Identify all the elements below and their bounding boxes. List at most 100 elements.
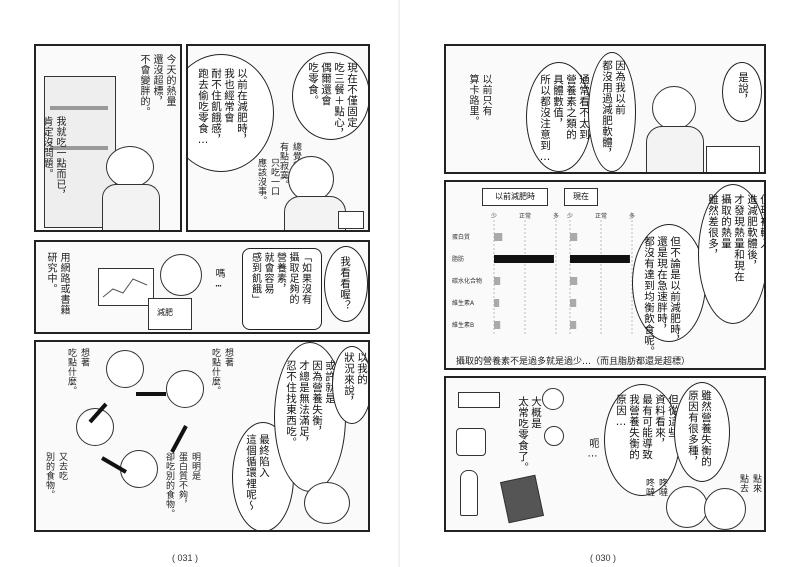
page-number-right: ( 030 ): [590, 553, 617, 563]
bubble-right-text: 以我的 狀況來說，: [343, 352, 368, 407]
person-head: [106, 146, 154, 188]
chart-on-screen-icon: [102, 278, 148, 298]
cookie-figure: [544, 426, 564, 446]
speech-bubble-main: [188, 54, 274, 172]
character-body: [284, 196, 346, 230]
bubble-mid-text: 通常看不太到 營養素之類的 具體數值， 所以都沒注意到…: [539, 74, 590, 164]
narration-calories: 以前只有 算卡路里。: [467, 74, 491, 127]
left-panel-2: 用網路或書籍 研究中。 減肥 嗎… 「如果沒有 攝取足夠的 營養素， 就會容易 …: [34, 240, 370, 334]
think-text-top-left: 想著 吃點什麼。: [66, 348, 89, 396]
side-text-2: 只吃一口 應該沒事。: [256, 158, 279, 206]
bubble-main-text: 因為我以前 都沒用過減肥軟體，: [601, 60, 626, 159]
guess-text: 大概是 太常吃零食了。: [517, 396, 542, 473]
bubble-lower-text: 但不論是以前減肥時， 還是現在急速胖時， 都沒有達到均衡飲食呢。: [643, 236, 681, 357]
quote-box: [242, 248, 322, 330]
axis-tick-label: 少: [491, 213, 497, 220]
speech-bubble-question: [324, 246, 368, 322]
popsicle-figure: [460, 470, 478, 516]
pudding-cup-figure: [456, 428, 486, 456]
quote-text: 「如果沒有 攝取足夠的 營養素， 就會容易 感到飢餓」: [249, 252, 311, 305]
bubble-text-main: 以前在減肥時， 我也經常會 耐不住飢餓感， 跑去偷吃零食…: [197, 68, 248, 147]
sfx-right: 點來 點去: [738, 474, 761, 493]
note-bottom-left: 又去吃 別的食物。: [44, 452, 67, 500]
speech-bubble-right: [698, 184, 764, 324]
axis-tick-label: 正常: [595, 212, 607, 220]
left-panel-1-left: 今天的熱量 還沒超標， 不會變胖的。 我就吃一點而已， 肯定沒問題。: [34, 44, 182, 232]
cycle-figure-1: [106, 350, 144, 388]
bubble-right-text: 雖然營養失衡的 原因有很多種，: [687, 390, 712, 467]
bar: [494, 255, 554, 263]
bar: [494, 233, 503, 241]
book-figure: 減肥: [148, 298, 192, 330]
bar: [494, 321, 501, 329]
right-page: 以前只有 算卡路里。 通常看不太到 營養素之類的 具體數值， 所以都沒注意到… …: [400, 0, 799, 567]
character-head: [704, 488, 746, 530]
right-panel-1: 以前只有 算卡路里。 通常看不太到 營養素之類的 具體數值， 所以都沒注意到… …: [444, 44, 766, 174]
bar: [570, 299, 577, 307]
candy-figure: [542, 388, 564, 410]
cycle-arrows-icon: [88, 392, 188, 474]
character-head: [160, 254, 202, 296]
snack-box: [338, 211, 364, 229]
bar: [570, 233, 578, 241]
axis-tick-label: 少: [567, 213, 573, 220]
speech-bubble-right: [332, 346, 368, 424]
bar: [494, 277, 501, 285]
category-label: 維生素A: [452, 299, 475, 307]
chart-title-before: 以前減肥時: [482, 188, 548, 206]
cycle-figure-2: [166, 370, 204, 408]
axis-tick-label: 多: [553, 212, 559, 220]
category-label: 碳水化合物: [452, 277, 482, 285]
chart-caption: 攝取的營養素不是過多就是過少…（而且脂肪都還是超標）: [456, 357, 691, 367]
bar: [570, 277, 578, 285]
speech-bubble-main: [604, 384, 680, 496]
book-label: 減肥: [157, 308, 173, 317]
character-body: [646, 126, 704, 172]
speech-bubble-main: [588, 52, 636, 172]
speech-bubble-right: [292, 52, 368, 140]
bubble-small-text: 嗎…: [213, 268, 224, 290]
snack-bar-figure: [458, 392, 500, 408]
right-panel-3: 大概是 太常吃零食了。 呃… 但從這些 資料看來， 最有可能導致 我營養失衡的 …: [444, 376, 766, 532]
character-head: [304, 482, 350, 524]
bubble-small-text: 呃…: [587, 438, 598, 460]
bar: [570, 321, 577, 329]
person-body: [102, 184, 160, 230]
category-label: 維生素B: [452, 321, 474, 329]
axis-tick-label: 正常: [519, 212, 531, 220]
bubble-text-right: 現在不僅固定 吃三餐＋點心， 偶爾還會 吃零食。: [307, 62, 358, 139]
caption-research: 用網路或書籍 研究中。: [45, 252, 69, 315]
bubble-right-text: 是說，: [737, 72, 749, 105]
speech-bubble-lower: [632, 224, 706, 342]
category-label: 脂肪: [452, 255, 464, 263]
left-panel-3: 想著 吃點什麼。 想著 吃點什麼。 又去吃 別的食物。 明明是 蛋白質不夠， 卻…: [34, 340, 370, 532]
laptop-figure: [706, 146, 760, 172]
laptop-figure: [98, 268, 154, 306]
bar: [570, 255, 630, 263]
bubble-question-text: 我看看喔？: [339, 256, 351, 311]
narration-top: 今天的熱量 還沒超標， 不會變胖的。: [138, 54, 175, 117]
chart-title-now: 現在: [564, 188, 598, 206]
bar: [494, 299, 500, 307]
left-panel-1-right: 以前在減肥時， 我也經常會 耐不住飢餓感， 跑去偷吃零食… 現在不僅固定 吃三餐…: [186, 44, 370, 232]
character-head: [652, 86, 696, 130]
note-bottom-right: 明明是 蛋白質不夠， 卻吃別的食物。: [164, 452, 200, 519]
axis-tick-label: 多: [629, 212, 635, 220]
page-number-left: ( 031 ): [172, 553, 199, 563]
narration-bottom: 我就吃一點而已， 肯定沒問題。: [41, 116, 65, 200]
speech-bubble-right: [674, 382, 730, 482]
category-label: 蛋白質: [452, 233, 470, 241]
bubble-final-text: 最終陷入 這個循環裡呢～: [245, 434, 270, 511]
right-panel-2: 以前減肥時 現在 少 正常 多 少 正常 多蛋白質脂肪碳水化合物維生素A 維生素B 但不論是…: [444, 180, 766, 370]
bubble-main-text: 但從這些 資料看來， 最有可能導致 我營養失衡的 原因…: [615, 394, 679, 460]
bubble-main-text: 或許就是 因為營養失衡， 才總是無法滿足， 忍不住找東西吃。: [285, 360, 336, 448]
character-head: [666, 486, 708, 528]
character-head: [288, 156, 334, 202]
speech-bubble-right: [722, 62, 762, 122]
chocolate-figure: [500, 474, 544, 524]
sfx-left: 咚噠 咚噠: [644, 478, 667, 497]
think-text-top-right: 想著 吃點什麼。: [210, 348, 233, 396]
bubble-right-text: 但現在輸入 進減肥軟體後， 才發現熱量和現在 攝取的熱量 雖然差很多，: [707, 194, 766, 282]
left-page: 今天的熱量 還沒超標， 不會變胖的。 我就吃一點而已， 肯定沒問題。 以前在減肥…: [0, 0, 399, 567]
